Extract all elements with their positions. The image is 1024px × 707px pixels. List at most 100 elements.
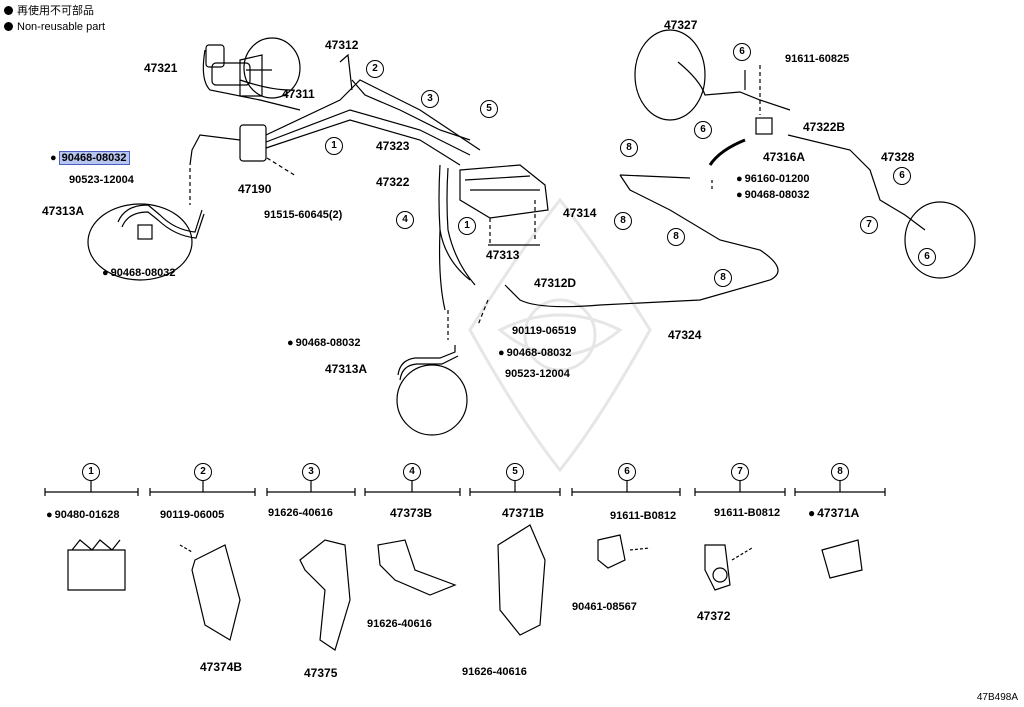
section-8-header: 8: [831, 463, 849, 481]
callout-8a: 8: [620, 139, 638, 157]
label-91611-60825: 91611-60825: [785, 53, 850, 65]
non-reusable-bullet-icon: [498, 347, 507, 359]
non-reusable-bullet-icon: [50, 152, 59, 164]
callout-2: 2: [366, 60, 384, 78]
brake-booster: [205, 37, 301, 99]
label-91626-40616-b: 91626-40616: [367, 618, 432, 630]
label-47313A-left: 47313A: [42, 204, 85, 218]
label-47311: 47311: [282, 87, 315, 101]
non-reusable-bullet-icon: [287, 337, 296, 349]
clamp-47373B: [377, 539, 457, 596]
label-96160-01200: 96160-01200: [736, 172, 810, 186]
label-47323: 47323: [376, 139, 410, 153]
label-47372: 47372: [697, 609, 731, 623]
right-front-brake-disc: [396, 364, 468, 436]
section-2-header: 2: [194, 463, 212, 481]
label-47322B: 47322B: [803, 120, 846, 134]
label-90468-08032-left-b: 90468-08032: [102, 266, 176, 280]
legend-line-jp: 再使用不可部品: [4, 4, 94, 19]
brake-line-47328: [787, 134, 926, 231]
legend-line-en: Non-reusable part: [4, 20, 105, 35]
label-47371A: 47371A: [808, 506, 859, 520]
callout-5: 5: [480, 100, 498, 118]
section-5-header: 5: [506, 463, 524, 481]
watermark-logo: [468, 197, 652, 473]
label-90468-08032-right: 90468-08032: [736, 188, 810, 202]
label-90461-08567: 90461-08567: [572, 601, 637, 613]
three-way-joint-47322B: [755, 117, 773, 135]
brake-line-47324: [504, 174, 779, 308]
section-1-header: 1: [82, 463, 100, 481]
label-90468-08032-mid-right: 90468-08032: [498, 346, 572, 360]
clamp-47371A: [821, 539, 863, 579]
label-47314: 47314: [563, 206, 597, 220]
clamp-90461: [597, 534, 626, 569]
label-47312: 47312: [325, 38, 359, 52]
label-90468-08032-highlighted[interactable]: 90468-08032: [50, 151, 130, 165]
abs-actuator: [459, 164, 549, 219]
label-47312D: 47312D: [534, 276, 577, 290]
non-reusable-bullet-icon: [4, 22, 13, 31]
right-rear-brake-drum: [904, 201, 976, 279]
brake-line-47321: [202, 49, 301, 111]
label-47374B: 47374B: [200, 660, 243, 674]
non-reusable-bullet-icon: [736, 189, 745, 201]
brake-line-47327: [677, 61, 791, 111]
label-47322: 47322: [376, 175, 410, 189]
callout-7: 7: [860, 216, 878, 234]
label-91626-40616-a: 91626-40616: [268, 507, 333, 519]
label-47373B: 47373B: [390, 506, 433, 520]
label-91626-40616-c: 91626-40616: [462, 666, 527, 678]
label-47321: 47321: [144, 61, 178, 75]
label-47313A-mid: 47313A: [325, 362, 368, 376]
clamp-47372: [704, 544, 731, 591]
left-front-brake-disc: [87, 203, 193, 281]
left-rear-brake-drum: [634, 29, 706, 121]
callout-6d: 6: [918, 248, 936, 266]
diagram-code: 47B498A: [976, 692, 1018, 703]
clamp-47371B: [497, 524, 546, 636]
label-90119-06519: 90119-06519: [512, 325, 577, 337]
label-91515-60645: 91515-60645(2): [264, 209, 343, 221]
label-47327: 47327: [664, 18, 698, 32]
callout-6a: 6: [733, 43, 751, 61]
label-90119-06005: 90119-06005: [160, 509, 225, 521]
label-90468-08032-mid: 90468-08032: [287, 336, 361, 350]
section-3-header: 3: [302, 463, 320, 481]
label-91611-B0812-b: 91611-B0812: [714, 507, 781, 519]
bottom-bracket-group: [44, 480, 886, 651]
label-47328: 47328: [881, 150, 915, 164]
non-reusable-bullet-icon: [736, 173, 745, 185]
label-47190: 47190: [238, 182, 272, 196]
brake-line-47322: [438, 164, 471, 281]
non-reusable-bullet-icon: [46, 509, 55, 521]
callout-6c: 6: [893, 167, 911, 185]
label-47375: 47375: [304, 666, 338, 680]
non-reusable-bullet-icon: [4, 6, 13, 15]
label-47371B: 47371B: [502, 506, 545, 520]
callout-1: 1: [325, 137, 343, 155]
label-47324: 47324: [668, 328, 702, 342]
label-90523-12004-left: 90523-12004: [69, 174, 134, 186]
clamp-47375: [299, 539, 351, 651]
label-47313: 47313: [486, 248, 520, 262]
callout-8c: 8: [667, 228, 685, 246]
callout-4: 4: [396, 211, 414, 229]
label-91611-B0812-a: 91611-B0812: [610, 510, 677, 522]
callout-1b: 1: [458, 217, 476, 235]
callout-3: 3: [421, 90, 439, 108]
callout-8d: 8: [714, 269, 732, 287]
section-7-header: 7: [731, 463, 749, 481]
section-4-header: 4: [403, 463, 421, 481]
proportioning-valve: [239, 124, 267, 162]
clamp-47374B: [191, 544, 241, 641]
label-90480-01628: 90480-01628: [46, 508, 120, 522]
non-reusable-bullet-icon: [102, 267, 111, 279]
flex-hose-47316A: [708, 138, 746, 166]
label-90523-12004-mid: 90523-12004: [505, 368, 570, 380]
label-47316A: 47316A: [763, 150, 806, 164]
section-6-header: 6: [618, 463, 636, 481]
callout-8b: 8: [614, 212, 632, 230]
